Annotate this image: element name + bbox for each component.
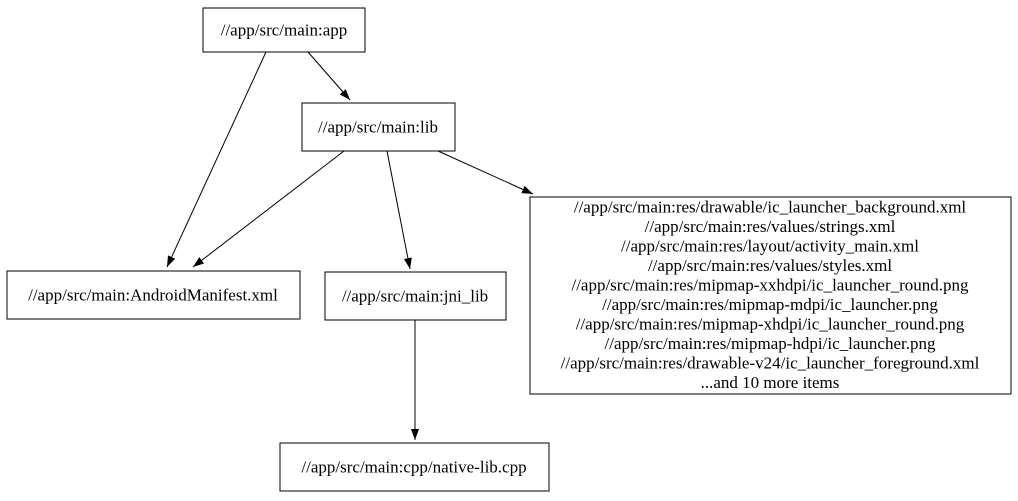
node-native-cpp-label: //app/src/main:cpp/native-lib.cpp xyxy=(301,458,526,477)
node-jni-lib-box xyxy=(324,271,507,321)
edge-app-to-androidmanifest xyxy=(166,51,267,268)
node-res-line: //app/src/main:res/mipmap-mdpi/ic_launch… xyxy=(602,295,938,314)
edge-lib-to-res xyxy=(437,150,534,195)
node-res-line: //app/src/main:res/mipmap-xhdpi/ic_launc… xyxy=(576,315,965,334)
node-res: //app/src/main:res/drawable/ic_launcher_… xyxy=(529,196,1012,395)
node-app: //app/src/main:app xyxy=(202,7,366,53)
node-res-line: //app/src/main:res/drawable/ic_launcher_… xyxy=(574,198,967,217)
node-res-line: //app/src/main:res/mipmap-xxhdpi/ic_laun… xyxy=(571,276,969,295)
node-res-line: //app/src/main:res/mipmap-hdpi/ic_launch… xyxy=(605,334,936,353)
edge-app-to-lib xyxy=(307,51,351,101)
node-androidmanifest-label: //app/src/main:AndroidManifest.xml xyxy=(28,286,278,305)
node-res-line: //app/src/main:res/values/strings.xml xyxy=(645,217,896,236)
edge-lib-to-androidmanifest xyxy=(192,150,345,268)
node-jni-lib-label: //app/src/main:jni_lib xyxy=(342,287,488,306)
node-jni-lib: //app/src/main:jni_lib xyxy=(324,271,507,321)
node-res-line: //app/src/main:res/layout/activity_main.… xyxy=(621,237,919,256)
node-res-box xyxy=(529,196,1012,395)
node-res-line: //app/src/main:res/drawable-v24/ic_launc… xyxy=(561,354,980,373)
node-androidmanifest: //app/src/main:AndroidManifest.xml xyxy=(6,270,301,320)
node-native-cpp-box xyxy=(279,442,550,492)
node-app-box xyxy=(202,7,366,53)
node-res-line: //app/src/main:res/values/styles.xml xyxy=(648,256,892,275)
node-lib-box xyxy=(301,102,456,152)
node-lib-label: //app/src/main:lib xyxy=(318,118,438,137)
node-androidmanifest-box xyxy=(6,270,301,320)
node-app-label: //app/src/main:app xyxy=(221,21,348,40)
node-native-cpp: //app/src/main:cpp/native-lib.cpp xyxy=(279,442,550,492)
edge-group xyxy=(166,51,534,440)
node-res-line: ...and 10 more items xyxy=(701,373,840,392)
node-lib: //app/src/main:lib xyxy=(301,102,456,152)
edge-lib-to-jni-lib xyxy=(386,150,412,270)
